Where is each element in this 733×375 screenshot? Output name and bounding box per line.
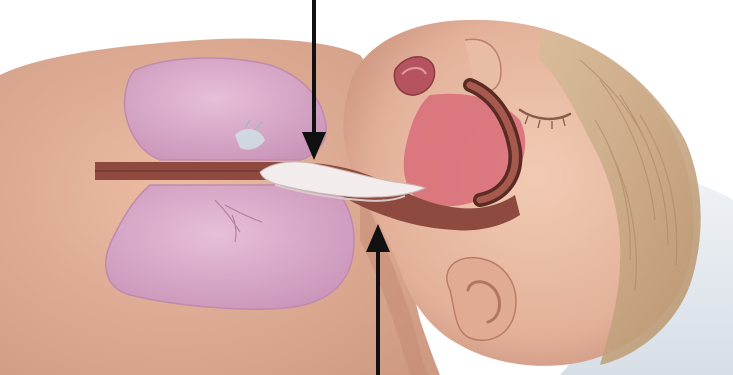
lung-lower [106,185,354,309]
